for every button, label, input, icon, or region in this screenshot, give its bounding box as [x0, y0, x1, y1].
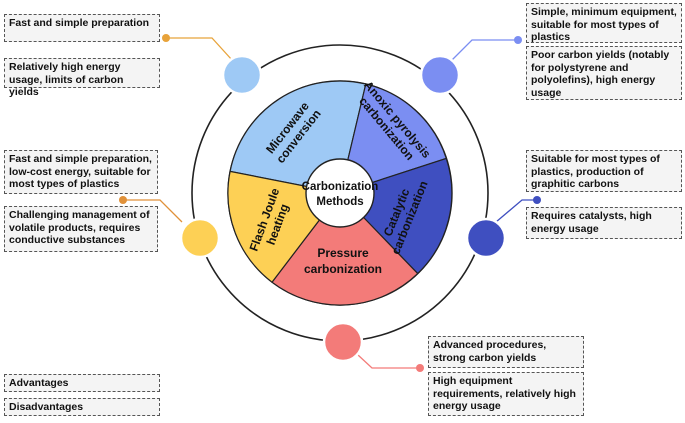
- flash-connector: [123, 199, 183, 223]
- microwave-connector: [166, 37, 233, 61]
- catalytic-advantage-box: Suitable for most types of plastics, pro…: [526, 150, 682, 192]
- anoxic-advantage-box: Simple, minimum equipment, suitable for …: [526, 3, 682, 43]
- pressure-node: [322, 321, 364, 363]
- legend-disadvantages: Disadvantages: [4, 398, 160, 416]
- pressure-connector-dot: [416, 364, 424, 372]
- center-label-line2: Methods: [316, 196, 363, 208]
- flash-advantage-box: Fast and simple preparation, low-cost en…: [4, 150, 158, 194]
- flash-disadvantage-box: Challenging management of volatile produ…: [4, 206, 158, 252]
- anoxic-disadvantage-box: Poor carbon yields (notably for polystyr…: [526, 46, 682, 100]
- pressure-label-line2: carbonization: [304, 262, 382, 276]
- anoxic-node: [419, 54, 461, 96]
- segment-pressure-carbonization: [271, 192, 419, 306]
- pressure-advantage-box: Advanced procedures, strong carbon yield…: [428, 336, 584, 368]
- catalytic-connector-dot: [533, 196, 541, 204]
- segment-anoxic-pyrolysis: [339, 83, 448, 194]
- pressure-connector: [357, 354, 420, 369]
- catalytic-disadvantage-box: Requires catalysts, high energy usage: [526, 207, 682, 239]
- anoxic-connector: [451, 39, 518, 61]
- anoxic-connector-dot: [514, 36, 522, 44]
- flash-node: [179, 217, 221, 259]
- microwave-advantage-box: Fast and simple preparation: [4, 14, 160, 42]
- catalytic-connector: [495, 199, 537, 223]
- pressure-label: Pressure carbonization: [304, 246, 382, 276]
- microwave-connector-dot: [162, 34, 170, 42]
- center-label-line1: Carbonization: [302, 181, 379, 193]
- legend-advantages: Advantages: [4, 374, 160, 392]
- center-circle: [305, 158, 375, 228]
- flash-connector-dot: [119, 196, 127, 204]
- catalytic-node: [465, 217, 507, 259]
- pressure-label-line1: Pressure: [317, 246, 369, 260]
- microwave-node: [221, 54, 263, 96]
- pressure-disadvantage-box: High equipment requirements, relatively …: [428, 372, 584, 416]
- microwave-disadvantage-box: Relatively high energy usage, limits of …: [4, 58, 160, 98]
